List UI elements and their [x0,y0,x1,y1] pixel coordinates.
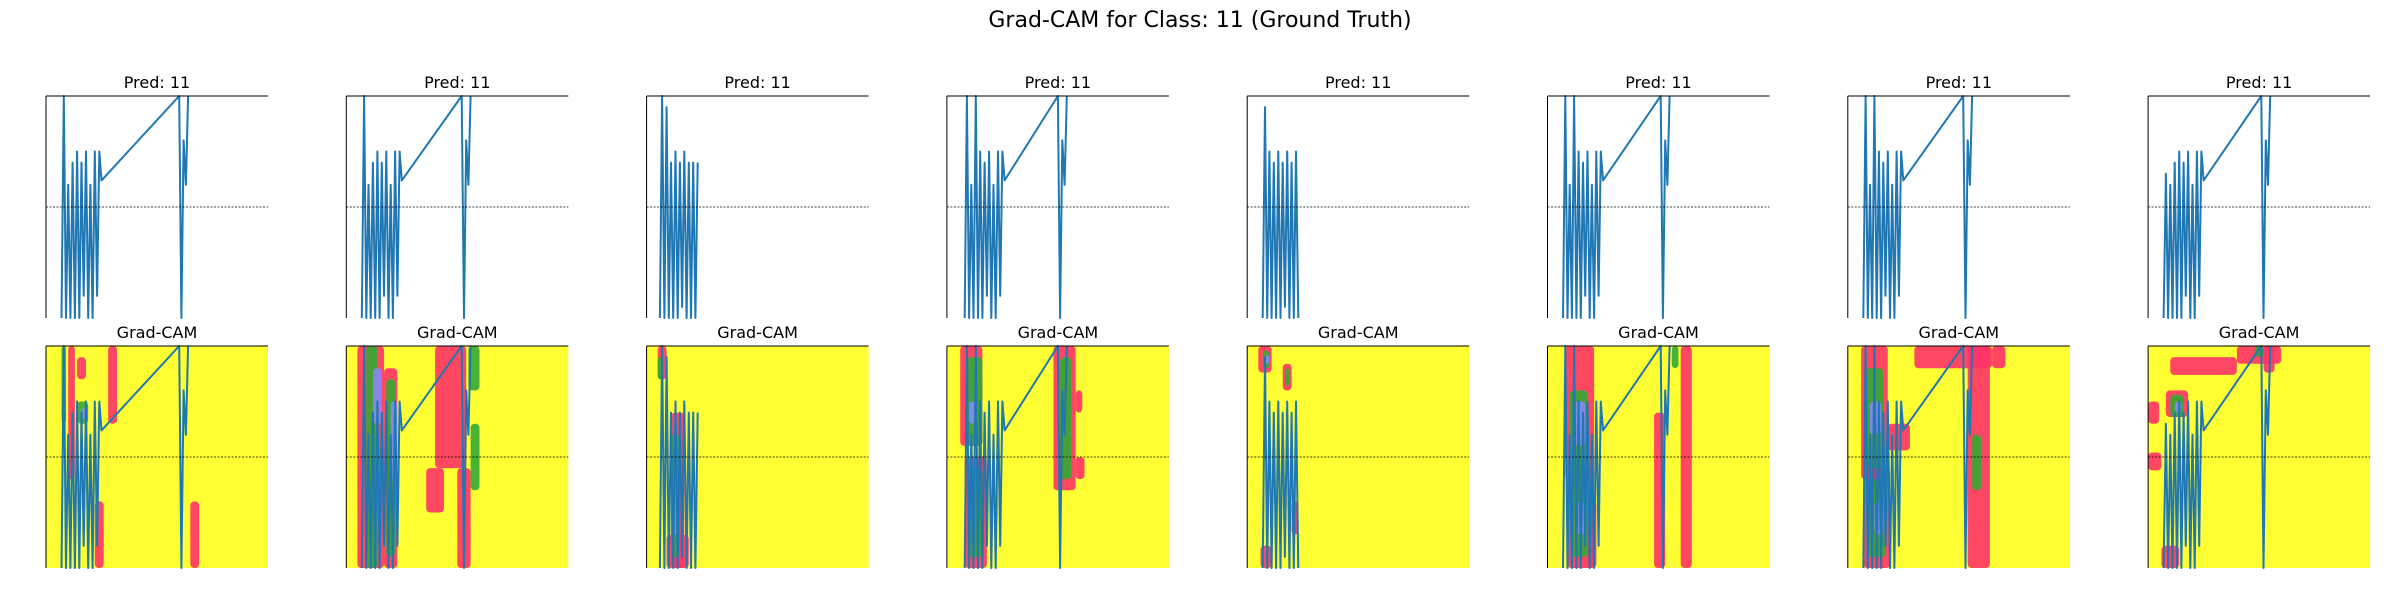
pred-panel-5: Pred: 11 [1547,73,1770,319]
pred-title-7: Pred: 11 [2226,73,2292,92]
gradcam-signal-line-7 [2162,345,2272,569]
heatmap-hot-blob-1-3 [426,468,444,513]
heatmap-cool-blob-4-0 [1264,354,1270,364]
gradcam-signal-line-6 [1862,345,1974,569]
gradcam-title-0: Grad-CAM [117,323,198,342]
heatmap-mid-blob-4-1 [1284,368,1290,386]
heatmap-hot-blob-0-3 [190,501,200,568]
figure-title: Grad-CAM for Class: 11 (Ground Truth) [988,8,1412,33]
gradcam-title-7: Grad-CAM [2219,323,2300,342]
heatmap-hot-blob-5-3 [1680,346,1692,568]
gradcam-title-1: Grad-CAM [417,323,498,342]
heatmap-hot-blob-3-4 [1075,457,1085,480]
heatmap-cool-blob-7-0 [2174,401,2182,413]
pred-title-6: Pred: 11 [1926,73,1992,92]
gradcam-title-6: Grad-CAM [1918,323,1999,342]
pred-panel-0: Pred: 11 [45,73,268,319]
gradcam-panel-2: Grad-CAM [646,323,869,569]
heatmap-mid-blob-6-2 [1972,434,1981,491]
heatmap-mid-blob-1-3 [470,423,480,491]
pred-title-1: Pred: 11 [424,73,490,92]
heatmap-hot-blob-7-6 [2161,545,2180,568]
gradcam-panel-1: Grad-CAM [345,323,569,569]
heatmap-cool-blob-1-0 [372,368,382,424]
pred-title-5: Pred: 11 [1625,73,1691,92]
heatmap-hot-blob-7-1 [2148,452,2162,471]
gradcam-signal-line-3 [963,345,1068,569]
pred-signal-line-1 [360,95,472,319]
pred-title-4: Pred: 11 [1325,73,1391,92]
pred-panel-7: Pred: 11 [2147,73,2371,319]
pred-signal-line-3 [963,95,1068,319]
heatmap-hot-blob-7-0 [2148,401,2160,424]
pred-signal-line-7 [2162,95,2272,319]
gradcam-panel-3: Grad-CAM [946,323,1169,569]
heatmap-hot-blob-1-2 [435,346,467,469]
gradcam-signal-line-1 [360,345,472,569]
pred-panel-2: Pred: 11 [646,73,869,319]
pred-panel-1: Pred: 11 [345,73,569,319]
pred-signal-line-4 [1261,106,1300,319]
heatmap-mid-blob-5-2 [1671,346,1679,369]
gradcam-title-5: Grad-CAM [1618,323,1699,342]
pred-title-3: Pred: 11 [1025,73,1091,92]
heatmap-hot-blob-0-4 [77,357,86,380]
gradcam-panel-4: Grad-CAM [1246,323,1470,569]
gradcam-panel-6: Grad-CAM [1847,323,2070,569]
pred-signal-line-5 [1562,95,1671,319]
pred-signal-line-0 [60,95,190,319]
pred-title-2: Pred: 11 [724,73,790,92]
pred-panel-4: Pred: 11 [1246,73,1470,319]
gradcam-title-2: Grad-CAM [717,323,798,342]
pred-panel-6: Pred: 11 [1847,73,2070,319]
pred-panel-3: Pred: 11 [946,73,1169,319]
pred-title-0: Pred: 11 [124,73,190,92]
gradcam-signal-line-5 [1562,345,1671,569]
heatmap-hot-blob-7-2 [2170,357,2237,375]
gradcam-signal-line-2 [658,345,699,569]
gradcam-panel-0: Grad-CAM [45,323,268,569]
heatmap-hot-blob-6-5 [1992,346,2006,369]
heatmap-hot-blob-3-3 [1075,390,1083,413]
pred-signal-line-2 [658,95,699,319]
pred-signal-line-6 [1862,95,1974,319]
gradcam-panel-7: Grad-CAM [2147,323,2371,569]
heatmap-hot-blob-0-2 [108,346,118,424]
gradcam-title-4: Grad-CAM [1318,323,1399,342]
gradcam-panel-5: Grad-CAM [1547,323,1770,569]
gradcam-signal-line-0 [60,345,190,569]
gradcam-title-3: Grad-CAM [1018,323,1099,342]
